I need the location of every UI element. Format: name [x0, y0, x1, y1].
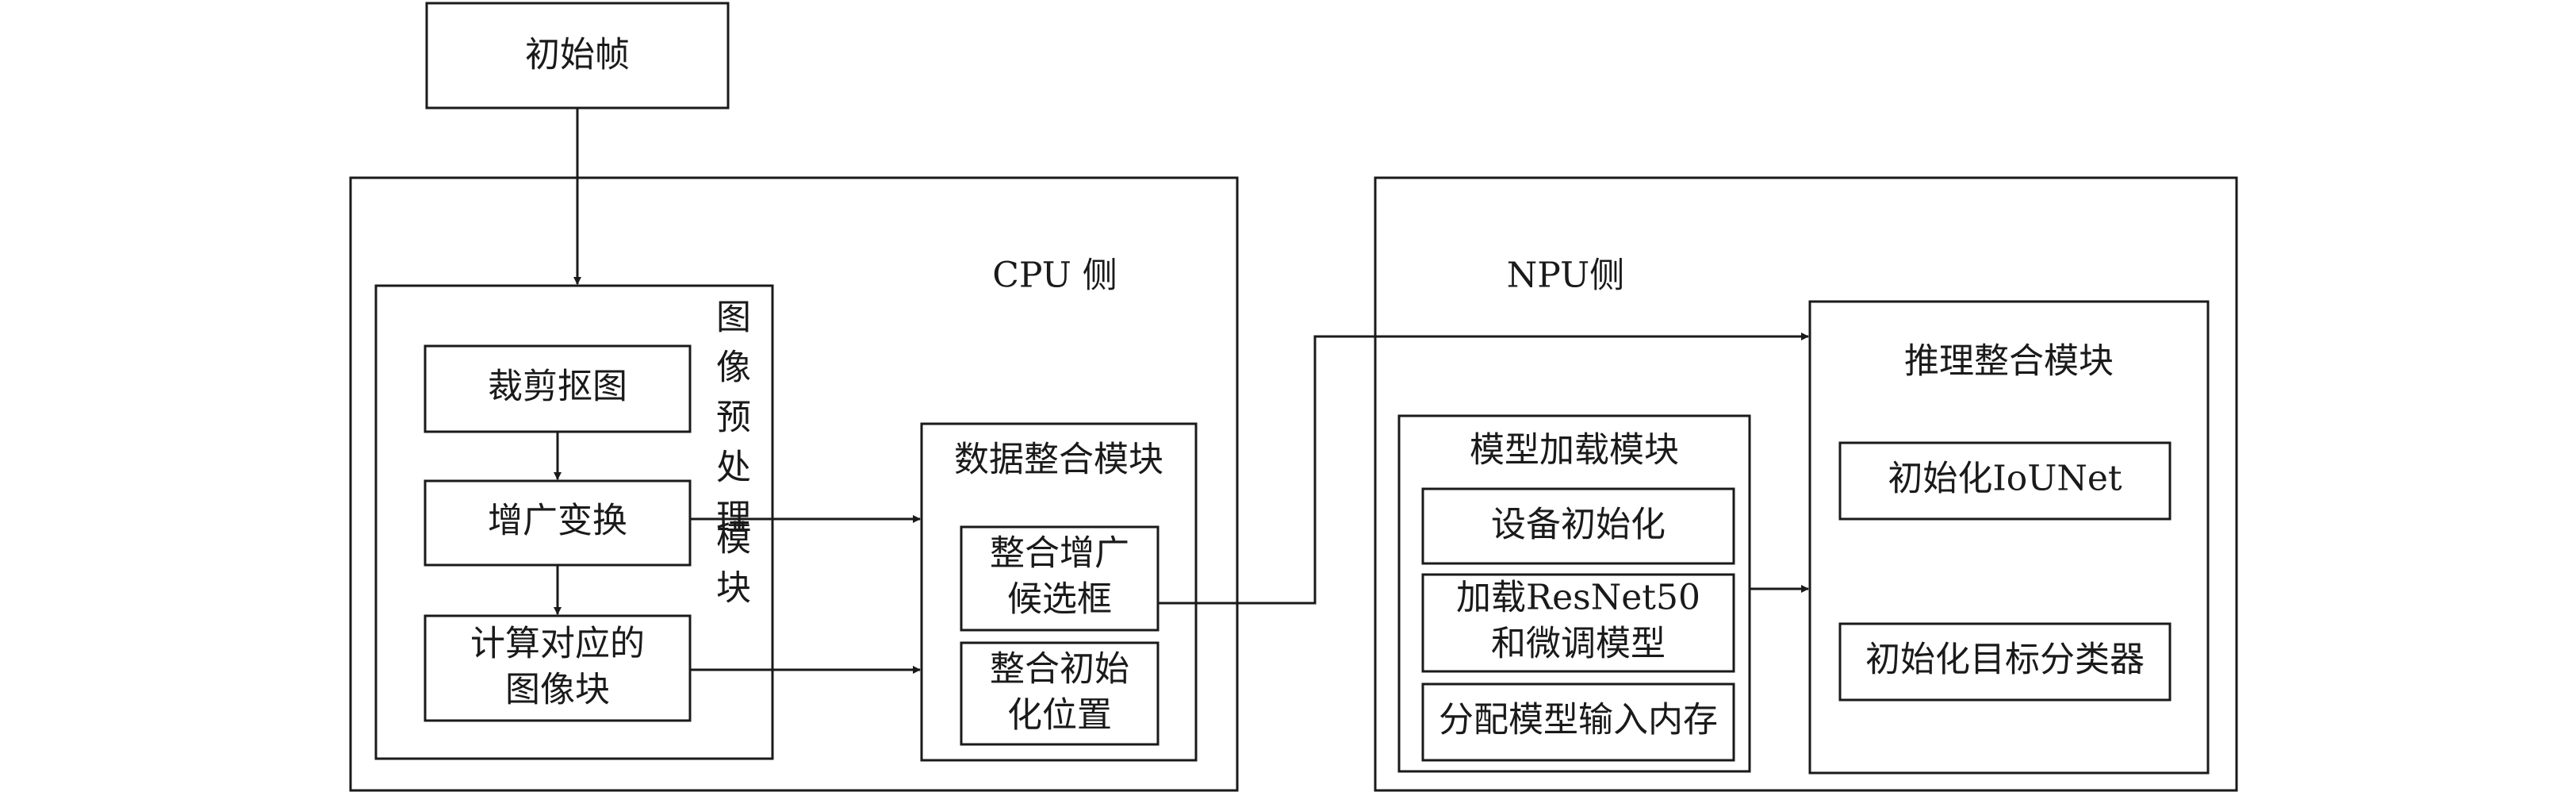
load-model-line2: 和微调模型: [1491, 624, 1666, 664]
compute-patch-label-line2: 图像块: [505, 670, 610, 710]
init-iounet-box: [1838, 441, 2172, 521]
preprocess-title-char: 理: [716, 498, 751, 538]
integrate-position-line2: 化位置: [1007, 695, 1112, 736]
preprocess-title-char: 像: [716, 348, 751, 388]
init-iounet-label: 初始化IoUNet: [1888, 459, 2122, 499]
preprocess-title-char: 模: [716, 519, 751, 559]
integrate-position-line1: 整合初始: [990, 649, 1129, 690]
init-classifier-box: [1838, 622, 2172, 702]
compute-patch-label-line1: 计算对应的: [470, 624, 645, 664]
preprocess-title-char: 图: [716, 298, 751, 338]
compute-patch-box: [424, 614, 692, 722]
crop-box: [424, 344, 692, 433]
preprocess-title-char: 预: [716, 398, 751, 438]
load-model-box: [1421, 573, 1735, 673]
integrate-candidates-box: [960, 525, 1160, 632]
preprocess-title-char: 块: [716, 568, 751, 609]
integrate-candidates-line2: 候选框: [1007, 579, 1112, 620]
npu-side-title: NPU侧: [1507, 256, 1624, 296]
load-model-line1: 加载ResNet50: [1456, 578, 1700, 618]
init-classifier-label: 初始化目标分类器: [1865, 640, 2145, 680]
integrate-position-box: [960, 641, 1160, 746]
inference-integration-title: 推理整合模块: [1904, 341, 2114, 382]
model-loading-title: 模型加载模块: [1470, 430, 1679, 471]
arrow-cpu-to-inference: [1158, 333, 1809, 605]
integrate-candidates-line1: 整合增广: [990, 533, 1129, 574]
preprocess-title-char: 处: [716, 448, 751, 488]
augment-box: [424, 479, 692, 567]
device-init-box: [1421, 487, 1735, 565]
crop-label: 裁剪抠图: [488, 367, 627, 407]
alloc-memory-label: 分配模型输入内存: [1439, 700, 1718, 740]
augment-label: 增广变换: [488, 501, 627, 541]
cpu-side-title: CPU 侧: [992, 256, 1117, 296]
initial-frame-box: [425, 2, 730, 110]
data-integration-title: 数据整合模块: [954, 440, 1163, 480]
device-init-label: 设备初始化: [1491, 505, 1666, 545]
alloc-memory-box: [1421, 682, 1735, 762]
image-preprocess-module-title: 图 像 预 处 理 模 块: [716, 298, 751, 609]
initial-frame-label: 初始帧: [525, 35, 630, 75]
